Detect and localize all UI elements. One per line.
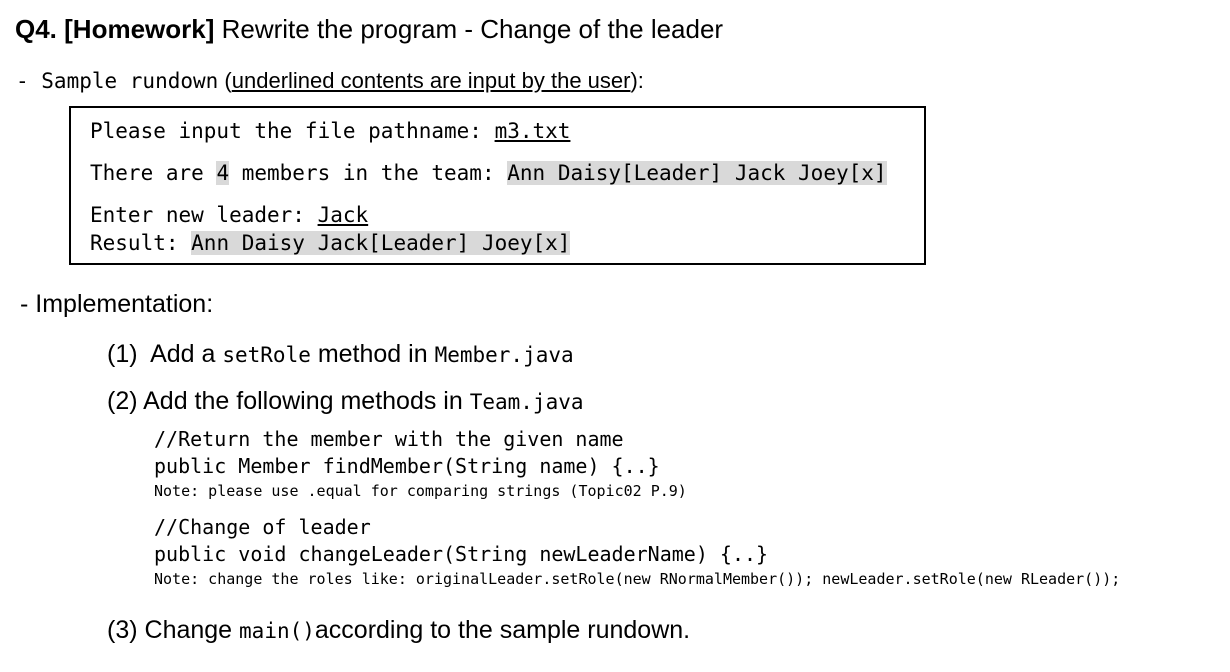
rundown-line-file: Please input the file pathname: m3.txt bbox=[90, 119, 570, 143]
member-list: Ann Daisy[Leader] Jack Joey[x] bbox=[507, 161, 887, 185]
sample-rundown-label: - Sample rundown bbox=[16, 69, 219, 93]
step-2-number: (2) bbox=[107, 387, 138, 415]
file-prompt: Please input the file pathname: bbox=[90, 119, 495, 143]
sample-rundown-box bbox=[69, 106, 926, 265]
find-member-signature: public Member findMember(String name) {.… bbox=[154, 454, 660, 478]
step-1-text-a: Add a bbox=[137, 340, 223, 368]
step-3: (3) Change main()according to the sample… bbox=[107, 616, 690, 645]
step-2: (2) Add the following methods in Team.ja… bbox=[107, 387, 584, 416]
step-3-text-a: Change bbox=[137, 616, 240, 644]
note-close-paren: ): bbox=[630, 68, 644, 93]
new-leader-prompt: Enter new leader: bbox=[90, 203, 318, 227]
members-text-a: There are bbox=[90, 161, 217, 185]
step-1-number: (1) bbox=[107, 340, 138, 368]
member-count: 4 bbox=[216, 161, 230, 185]
step-2-text: Add the following methods in bbox=[137, 387, 470, 415]
new-leader-input-value: Jack bbox=[317, 203, 369, 227]
change-leader-signature: public void changeLeader(String newLeade… bbox=[154, 542, 769, 566]
members-text-b: members in the team: bbox=[229, 161, 508, 185]
page-title: Q4. [Homework] Rewrite the program - Cha… bbox=[15, 14, 723, 45]
step-1-text-b: method in bbox=[310, 340, 435, 368]
sample-rundown-heading: - Sample rundown (underlined contents ar… bbox=[16, 68, 644, 94]
implementation-heading: - Implementation: bbox=[20, 290, 214, 318]
result-prompt: Result: bbox=[90, 231, 192, 255]
step-2-file: Team.java bbox=[469, 390, 584, 414]
file-input-value: m3.txt bbox=[494, 119, 571, 143]
question-title: Rewrite the program - Change of the lead… bbox=[214, 14, 724, 44]
step-3-text-b: according to the sample rundown. bbox=[314, 616, 691, 644]
step-3-number: (3) bbox=[107, 616, 138, 644]
rundown-line-result: Result: Ann Daisy Jack[Leader] Joey[x] bbox=[90, 231, 571, 255]
note-open-paren: ( bbox=[218, 68, 232, 93]
rundown-line-new-leader: Enter new leader: Jack bbox=[90, 203, 368, 227]
question-number: Q4. [Homework] bbox=[15, 14, 215, 44]
change-leader-note: Note: change the roles like: originalLea… bbox=[154, 570, 1121, 588]
find-member-comment: //Return the member with the given name bbox=[154, 427, 624, 451]
step-1-file: Member.java bbox=[434, 343, 574, 367]
result-value: Ann Daisy Jack[Leader] Joey[x] bbox=[191, 231, 571, 255]
step-1: (1) Add a setRole method in Member.java bbox=[107, 340, 574, 369]
underline-explanation: underlined contents are input by the use… bbox=[231, 68, 631, 93]
find-member-note: Note: please use .equal for comparing st… bbox=[154, 482, 687, 500]
rundown-line-members: There are 4 members in the team: Ann Dai… bbox=[90, 161, 887, 185]
step-1-method: setRole bbox=[222, 343, 311, 367]
change-leader-comment: //Change of leader bbox=[154, 515, 371, 539]
step-3-method: main() bbox=[239, 619, 315, 643]
